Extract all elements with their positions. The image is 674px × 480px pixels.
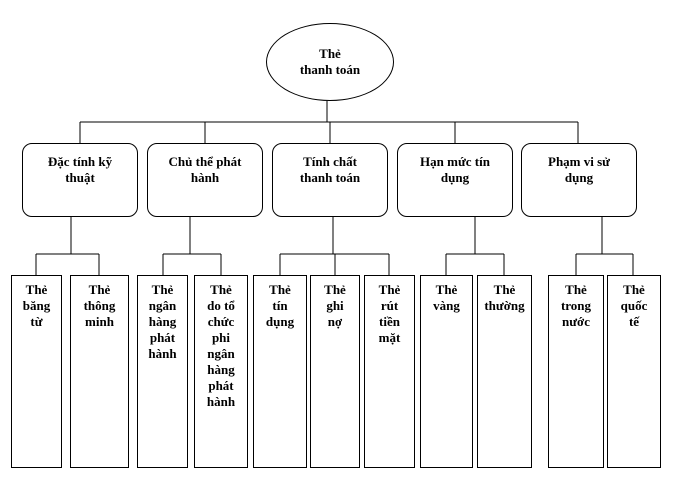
- leaf-magnetic-card: Thẻ băng từ: [11, 275, 62, 468]
- leaf-debit-card: Thẻ ghi nợ: [310, 275, 360, 468]
- leaf-international-card: Thẻ quốc tế: [607, 275, 661, 468]
- leaf-label: Thẻ trong nước: [560, 282, 592, 329]
- leaf-label: Thẻ do tổ chức phi ngân hàng phát hành: [206, 282, 236, 409]
- category-technical-features: Đặc tính kỹ thuật: [22, 143, 138, 217]
- category-credit-limit: Hạn mức tín dụng: [397, 143, 513, 217]
- leaf-label: Thẻ thông minh: [83, 282, 116, 329]
- category-label: Tính chất thanh toán: [299, 154, 361, 185]
- leaf-smart-card: Thẻ thông minh: [70, 275, 129, 468]
- leaf-label: Thẻ quốc tế: [620, 282, 648, 329]
- category-scope-of-use: Phạm vi sử dụng: [521, 143, 637, 217]
- leaf-label: Thẻ băng từ: [22, 282, 51, 329]
- leaf-label: Thẻ tín dụng: [265, 282, 295, 329]
- category-label: Phạm vi sử dụng: [548, 154, 610, 185]
- category-issuer: Chủ thể phát hành: [147, 143, 263, 217]
- leaf-label: Thẻ thường: [484, 282, 525, 313]
- leaf-gold-card: Thẻ vàng: [420, 275, 473, 468]
- leaf-standard-card: Thẻ thường: [477, 275, 532, 468]
- leaf-label: Thẻ ghi nợ: [324, 282, 346, 329]
- category-label: Chủ thể phát hành: [168, 154, 242, 185]
- root-label: Thẻ thanh toán: [299, 46, 361, 77]
- leaf-bank-issued-card: Thẻ ngân hàng phát hành: [137, 275, 188, 468]
- leaf-domestic-card: Thẻ trong nước: [548, 275, 604, 468]
- leaf-label: Thẻ ngân hàng phát hành: [148, 282, 177, 361]
- leaf-label: Thẻ vàng: [433, 282, 460, 313]
- leaf-cash-withdrawal-card: Thẻ rút tiền mặt: [364, 275, 415, 468]
- category-label: Đặc tính kỹ thuật: [47, 154, 113, 185]
- leaf-label: Thẻ rút tiền mặt: [378, 282, 401, 345]
- category-payment-nature: Tính chất thanh toán: [272, 143, 388, 217]
- root-node: Thẻ thanh toán: [266, 23, 394, 101]
- category-label: Hạn mức tín dụng: [420, 154, 490, 185]
- leaf-nonbank-issued-card: Thẻ do tổ chức phi ngân hàng phát hành: [194, 275, 248, 468]
- leaf-credit-card: Thẻ tín dụng: [253, 275, 307, 468]
